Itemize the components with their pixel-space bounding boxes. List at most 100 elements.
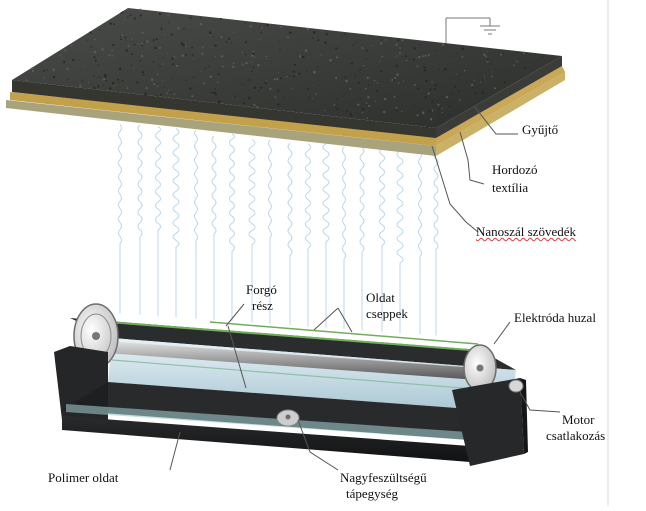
felt-speckle [257, 63, 260, 67]
fiber-jet [322, 143, 330, 328]
felt-speckle [215, 93, 218, 96]
fiber-jet [418, 152, 422, 335]
felt-speckle [365, 49, 368, 52]
felt-speckle [221, 55, 224, 58]
felt-speckle [306, 27, 310, 31]
felt-speckle [93, 86, 96, 89]
felt-speckle [166, 92, 168, 94]
felt-speckle [93, 74, 95, 77]
felt-speckle [349, 87, 352, 90]
nanofiber-jets [118, 124, 439, 336]
felt-speckle [264, 82, 267, 85]
felt-speckle [168, 89, 170, 92]
felt-speckle [444, 67, 447, 71]
felt-speckle [365, 102, 368, 104]
felt-speckle [211, 91, 213, 94]
label-drops-line1: Oldat [366, 290, 395, 305]
felt-speckle [170, 33, 173, 36]
felt-speckle [104, 75, 107, 78]
felt-speckle [141, 71, 145, 74]
felt-speckle [401, 110, 403, 113]
felt-speckle [125, 39, 127, 41]
felt-speckle [461, 55, 464, 58]
felt-speckle [461, 47, 464, 51]
felt-speckle [199, 22, 203, 26]
felt-speckle [155, 38, 158, 41]
felt-speckle [118, 67, 122, 71]
felt-speckle [361, 47, 364, 49]
felt-speckle [333, 104, 336, 107]
felt-speckle [417, 87, 420, 90]
felt-speckle [421, 55, 424, 58]
felt-speckle [306, 71, 308, 73]
felt-speckle [438, 108, 440, 110]
felt-speckle [84, 41, 86, 43]
felt-speckle [397, 39, 400, 42]
felt-speckle [185, 80, 188, 82]
felt-speckle [485, 55, 488, 58]
felt-speckle [217, 81, 219, 84]
felt-speckle [481, 91, 484, 94]
felt-speckle [167, 14, 169, 17]
felt-speckle [209, 31, 212, 34]
felt-speckle [218, 100, 221, 103]
felt-speckle [156, 85, 159, 88]
felt-speckle [299, 55, 302, 58]
felt-speckle [484, 78, 486, 80]
felt-speckle [201, 46, 204, 49]
felt-speckle [140, 54, 144, 58]
felt-speckle [438, 68, 440, 70]
felt-speckle [189, 16, 192, 19]
felt-speckle [453, 85, 457, 88]
felt-speckle [43, 69, 45, 72]
felt-speckle [253, 103, 256, 106]
felt-speckle [52, 68, 55, 71]
felt-speckle [352, 44, 355, 47]
felt-speckle [437, 103, 440, 106]
felt-speckle [289, 75, 291, 77]
felt-speckle [441, 43, 445, 46]
felt-speckle [158, 12, 162, 16]
felt-speckle [213, 91, 216, 94]
felt-speckle [292, 70, 295, 73]
felt-speckle [263, 25, 265, 27]
felt-speckle [343, 94, 345, 96]
felt-speckle [366, 117, 368, 119]
felt-speckle [361, 67, 363, 69]
felt-speckle [85, 40, 88, 42]
felt-speckle [366, 104, 368, 106]
fiber-jet [137, 124, 143, 315]
felt-speckle [161, 80, 164, 82]
felt-speckle [173, 56, 176, 58]
felt-speckle [274, 96, 277, 99]
felt-speckle [277, 89, 280, 92]
label-collector: Gyűjtő [522, 122, 559, 137]
felt-speckle [101, 48, 104, 51]
felt-speckle [173, 93, 176, 95]
felt-speckle [395, 106, 398, 109]
felt-speckle [126, 87, 129, 90]
felt-speckle [144, 94, 147, 97]
felt-speckle [125, 49, 129, 52]
felt-speckle [301, 55, 304, 58]
felt-speckle [127, 16, 129, 19]
felt-speckle [471, 83, 474, 87]
felt-speckle [436, 50, 438, 52]
felt-speckle [418, 55, 421, 59]
felt-speckle [316, 66, 318, 68]
felt-speckle [96, 77, 98, 79]
felt-speckle [448, 114, 451, 116]
fiber-jet [396, 150, 404, 333]
felt-speckle [431, 100, 434, 103]
felt-speckle [191, 95, 194, 98]
fiber-jet [268, 139, 272, 324]
felt-speckle [152, 38, 155, 42]
felt-speckle [153, 83, 156, 86]
felt-texture [25, 8, 544, 128]
felt-speckle [413, 47, 416, 50]
felt-speckle [445, 96, 448, 99]
felt-speckle [162, 63, 164, 65]
felt-speckle [202, 82, 205, 85]
fiber-jet [379, 148, 385, 332]
